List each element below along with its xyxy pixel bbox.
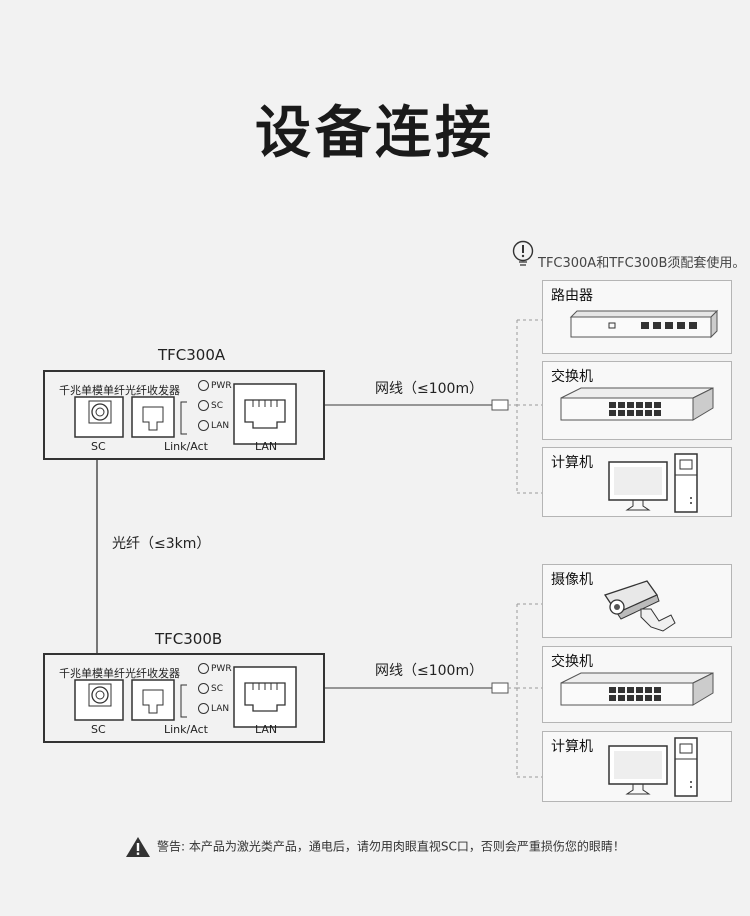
- led-icon: [198, 683, 209, 694]
- cable-b-label: 网线（≤100m）: [375, 663, 484, 679]
- fiber-label: 光纤（≤3km）: [112, 536, 211, 552]
- port-sc-label: SC: [91, 440, 106, 453]
- indicator-lan: LAN: [198, 420, 229, 431]
- switch-icon: [560, 387, 714, 421]
- device-card-switch-b: 交换机: [542, 646, 732, 723]
- device-label: 计算机: [551, 455, 593, 471]
- unit-a-device-text: 千兆单模单纤光纤收发器: [59, 384, 180, 397]
- led-icon: [198, 420, 209, 431]
- indicator-sc: SC: [198, 683, 223, 694]
- device-card-computer-a: 计算机: [542, 447, 732, 517]
- usage-note: TFC300A和TFC300B须配套使用。: [512, 240, 748, 271]
- device-label: 摄像机: [551, 572, 593, 588]
- indicator-pwr: PWR: [198, 663, 232, 674]
- device-label: 计算机: [551, 739, 593, 755]
- info-icon: [512, 240, 534, 266]
- unit-b-panel: 千兆单模单纤光纤收发器 PWR SC LAN SC Link/Act LAN: [43, 653, 325, 743]
- warning-bar: 警告: 本产品为激光类产品，通电后，请勿用肉眼直视SC口，否则会严重损伤您的眼睛…: [0, 836, 750, 858]
- page-title: 设备连接: [255, 101, 495, 166]
- device-card-computer-b: 计算机: [542, 731, 732, 802]
- unit-a-ports-graphic: [74, 383, 297, 445]
- router-icon: [569, 309, 719, 339]
- device-card-camera: 摄像机: [542, 564, 732, 638]
- led-icon: [198, 663, 209, 674]
- device-label: 路由器: [551, 288, 593, 304]
- device-card-router: 路由器: [542, 280, 732, 354]
- cable-a-label: 网线（≤100m）: [375, 381, 484, 397]
- led-icon: [198, 400, 209, 411]
- device-label: 交换机: [551, 654, 593, 670]
- device-card-switch-a: 交换机: [542, 361, 732, 440]
- computer-icon: [608, 453, 698, 513]
- unit-a-panel: 千兆单模单纤光纤收发器 PWR SC LAN SC Link/Act LAN: [43, 370, 325, 460]
- indicator-pwr: PWR: [198, 380, 232, 391]
- led-icon: [198, 380, 209, 391]
- switch-icon: [560, 672, 714, 706]
- warning-text: 警告: 本产品为激光类产品，通电后，请勿用肉眼直视SC口，否则会严重损伤您的眼睛…: [156, 839, 625, 854]
- unit-b-name: TFC300B: [155, 630, 223, 648]
- unit-a-name: TFC300A: [158, 346, 226, 364]
- note-text: TFC300A和TFC300B须配套使用。: [538, 256, 746, 271]
- unit-b-ports-graphic: [74, 666, 297, 728]
- computer-icon: [608, 737, 698, 797]
- unit-b-device-text: 千兆单模单纤光纤收发器: [59, 667, 180, 680]
- port-sc-label: SC: [91, 723, 106, 736]
- port-lan-label: LAN: [255, 723, 278, 736]
- indicator-sc: SC: [198, 400, 223, 411]
- warning-icon: [126, 837, 151, 857]
- device-label: 交换机: [551, 369, 593, 385]
- port-link-label: Link/Act: [164, 723, 208, 736]
- indicator-lan: LAN: [198, 703, 229, 714]
- port-link-label: Link/Act: [164, 440, 208, 453]
- led-icon: [198, 703, 209, 714]
- port-lan-label: LAN: [255, 440, 278, 453]
- camera-icon: [603, 580, 676, 632]
